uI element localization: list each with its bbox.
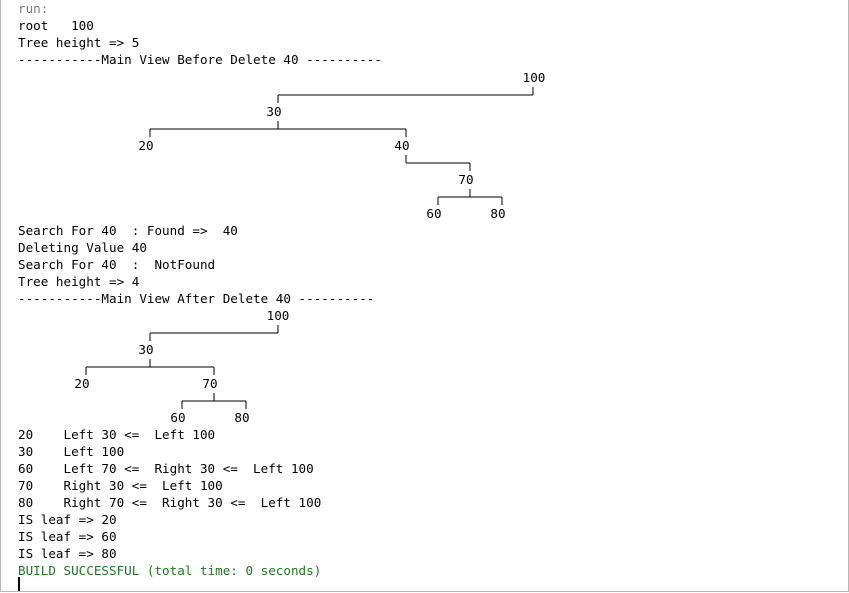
- node-label: 60: [170, 410, 185, 425]
- node-label: 70: [202, 376, 217, 391]
- node-label: 30: [266, 104, 281, 119]
- tree-before-labels: 100 30 20 40 70 60 80: [138, 70, 545, 221]
- root-line: root 100: [18, 18, 94, 33]
- tree-before-edges: [149, 87, 534, 205]
- leaf-line: IS leaf => 20: [18, 512, 117, 527]
- node-label: 100: [267, 308, 290, 323]
- build-status: BUILD SUCCESSFUL (total time: 0 seconds): [18, 563, 322, 578]
- leaf-line: IS leaf => 60: [18, 529, 117, 544]
- text-cursor: [18, 577, 20, 591]
- search-notfound-line: Search For 40 : NotFound: [18, 257, 216, 272]
- path-line: 80 Right 70 <= Right 30 <= Left 100: [18, 495, 322, 510]
- node-label: 30: [138, 342, 153, 357]
- tree-height-before: Tree height => 5: [18, 35, 140, 50]
- after-delete-title: -----------Main View After Delete 40 ---…: [18, 291, 375, 306]
- node-label: 20: [74, 376, 89, 391]
- tree-after-labels: 100 30 20 70 60 80: [74, 308, 289, 425]
- node-label: 70: [458, 172, 473, 187]
- node-label: 100: [523, 70, 546, 85]
- path-line: 30 Left 100: [18, 444, 125, 459]
- run-header: run:: [18, 1, 49, 16]
- node-label: 40: [394, 138, 409, 153]
- node-label: 20: [138, 138, 153, 153]
- leaf-line: IS leaf => 80: [18, 546, 117, 561]
- before-delete-title: -----------Main View Before Delete 40 --…: [18, 52, 382, 67]
- node-label: 80: [234, 410, 249, 425]
- node-label: 80: [490, 206, 505, 221]
- tree-height-after: Tree height => 4: [18, 274, 140, 289]
- path-line: 70 Right 30 <= Left 100: [18, 478, 223, 493]
- search-found-line: Search For 40 : Found => 40: [18, 223, 238, 238]
- tree-after-edges: [85, 325, 279, 409]
- deleting-line: Deleting Value 40: [18, 240, 147, 255]
- path-line: 60 Left 70 <= Right 30 <= Left 100: [18, 461, 314, 476]
- node-label: 60: [426, 206, 441, 221]
- path-line: 20 Left 30 <= Left 100: [18, 427, 216, 442]
